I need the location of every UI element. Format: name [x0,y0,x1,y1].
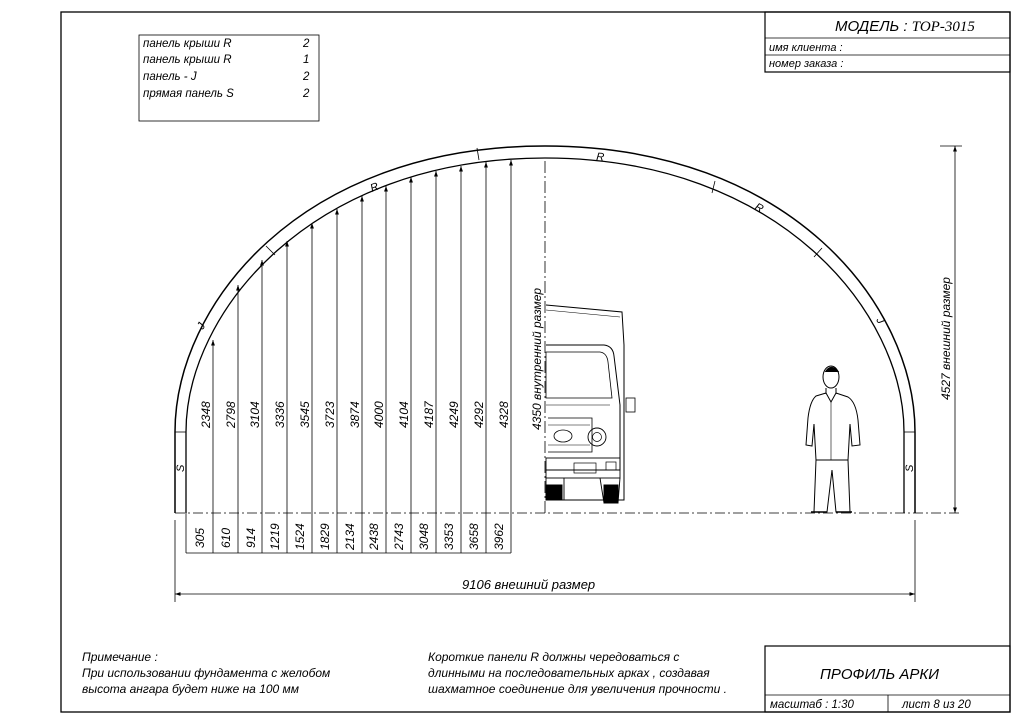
height-label-2: 2798 [224,401,238,429]
inner-height-label: 4350 внутренний размер [530,288,544,430]
note-title: Примечание : [82,650,158,664]
title-block-bottom: ПРОФИЛЬ АРКИ масштаб : 1:30 лист 8 из 20 [764,645,1011,713]
arch-label-s-left: S [175,464,187,472]
panel-row-4-qty: 2 [302,88,310,100]
panel-note-line-3: шахматное соединение для увеличения проч… [428,682,727,696]
truck-illustration [545,304,636,504]
height-label-8: 4000 [372,401,386,428]
offset-label-2: 610 [219,528,233,548]
panels-table: панель крыши R 2 панель крыши R 1 панель… [138,34,320,122]
panel-note-line-2: длинными на последовательных арках , соз… [428,666,710,680]
height-label-1: 2348 [199,401,213,429]
offset-label-7: 2134 [343,523,357,551]
arch-label-s-right: S [904,464,916,472]
offset-label-8: 2438 [367,523,381,551]
drawing-frame [60,11,1011,713]
height-label-7: 3874 [348,401,362,428]
height-label-3: 3104 [248,401,262,428]
model-value: TOP-3015 [912,19,976,35]
height-lines [211,160,513,513]
offset-label-12: 3658 [467,523,481,550]
panel-row-3-name: панель - J [143,71,197,83]
person-illustration [805,365,861,513]
client-label: имя клиента : [769,42,843,54]
scale-text: масштаб : 1:30 [770,699,854,711]
height-label-6: 3723 [323,401,337,428]
outer-width-dimension [174,520,916,602]
height-label-12: 4292 [472,401,486,428]
model-label: МОДЕЛЬ : TOP-3015 [835,18,975,35]
sheet-text: лист 8 из 20 [901,699,971,711]
panel-note-line-1: Короткие панели R должны чередоваться с [428,650,679,664]
offset-dimension-lines [185,513,512,554]
outer-width-label: 9106 внешний размер [462,577,595,592]
title-block-top: МОДЕЛЬ : TOP-3015 имя клиента : номер за… [764,11,1011,73]
height-label-9: 4104 [397,401,411,428]
outer-height-label: 4527 внешний размер [939,277,953,400]
drawing-title: ПРОФИЛЬ АРКИ [820,666,939,683]
arch-label-r-2: R [596,151,605,164]
panel-row-2-qty: 1 [303,54,309,66]
panel-row-1-qty: 2 [302,38,310,50]
arch-outline [174,145,916,513]
panel-row-4-name: прямая панель S [143,88,234,100]
offset-label-13: 3962 [492,523,506,550]
arch-label-j-left: J [195,320,209,332]
outer-height-dimension [940,145,962,513]
height-label-4: 3336 [273,401,287,428]
offset-label-1: 305 [193,528,207,548]
panel-row-1-name: панель крыши R [143,38,232,50]
arch-label-j-right: J [873,314,887,326]
arch-label-r-1: R [369,181,381,195]
arch-label-r-3: R [753,201,766,215]
offset-label-6: 1829 [318,523,332,550]
height-label-10: 4187 [422,400,436,428]
panel-row-3-qty: 2 [302,71,310,83]
height-label-11: 4249 [447,401,461,428]
note-line-2: высота ангара будет ниже на 100 мм [82,682,299,696]
offset-label-3: 914 [244,528,258,548]
height-label-5: 3545 [298,401,312,428]
offset-label-10: 3048 [417,523,431,550]
offset-label-4: 1219 [268,523,282,550]
panel-row-2-name: панель крыши R [143,54,232,66]
order-label: номер заказа : [769,58,843,70]
height-label-13: 4328 [497,401,511,428]
offset-label-11: 3353 [442,523,456,550]
note-line-1: При использовании фундамента с желобом [82,666,330,680]
offset-label-9: 2743 [392,523,406,551]
offset-label-5: 1524 [293,523,307,550]
